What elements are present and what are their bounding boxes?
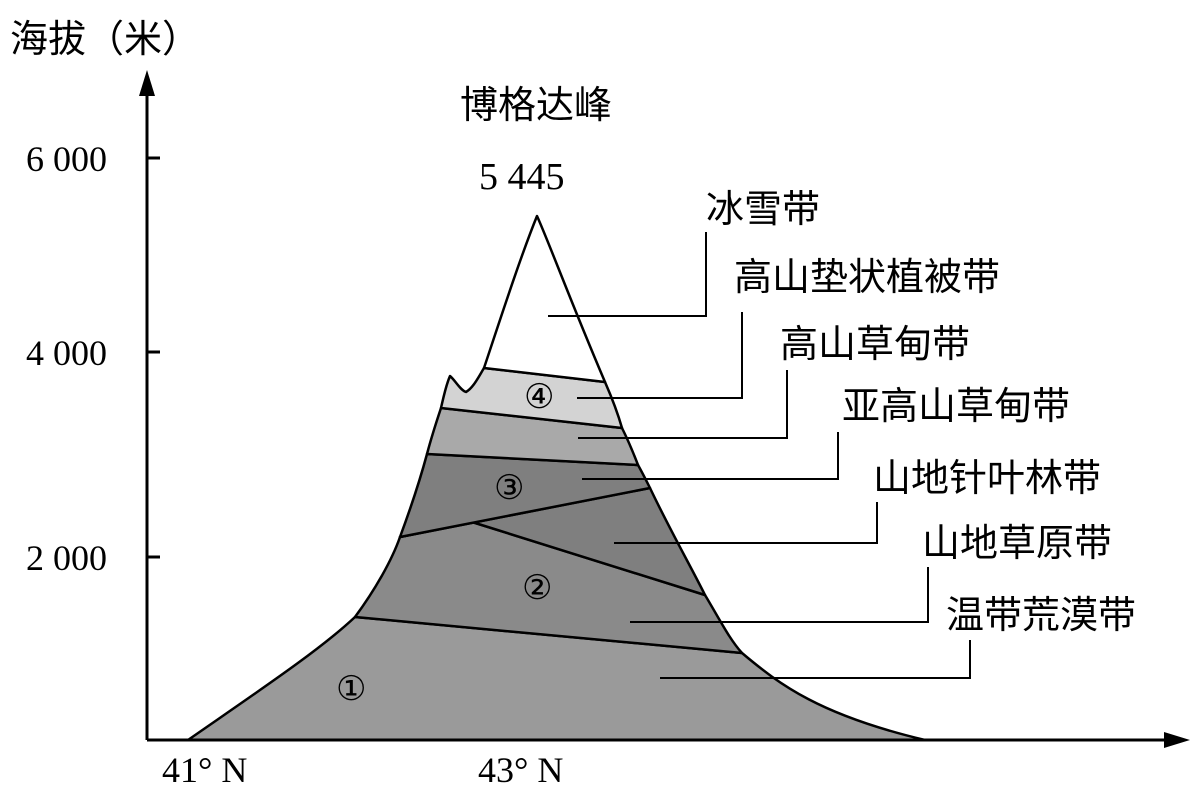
mountain-bands xyxy=(186,214,927,742)
y-tick-label-6000: 6 000 xyxy=(26,139,107,179)
zone-label-alpine-meadow: 高山草甸带 xyxy=(780,322,970,366)
y-axis-arrow xyxy=(139,70,155,96)
leader-desert xyxy=(660,640,971,679)
zone-label-steppe: 山地草原带 xyxy=(922,521,1112,565)
leader-cushion xyxy=(577,312,743,399)
x-tick-label-43n: 43° N xyxy=(478,750,563,790)
marker-2: ② xyxy=(522,568,552,608)
zone-label-desert: 温带荒漠带 xyxy=(946,593,1136,637)
band-conifer-lower xyxy=(398,486,707,597)
y-tick-label-2000: 2 000 xyxy=(26,538,107,578)
x-tick-label-41n: 41° N xyxy=(162,750,247,790)
peak-elevation: 5 445 xyxy=(479,156,565,198)
leader-subalpine-meadow xyxy=(582,432,839,480)
leader-conifer xyxy=(614,502,878,544)
marker-4: ④ xyxy=(524,377,554,417)
zone-label-snow: 冰雪带 xyxy=(706,187,820,231)
marker-1: ① xyxy=(336,669,366,709)
leader-steppe xyxy=(630,567,929,623)
leader-snow xyxy=(548,232,707,317)
peak-name: 博格达峰 xyxy=(460,83,612,127)
zone-label-cushion: 高山垫状植被带 xyxy=(734,255,1000,299)
leader-alpine-meadow xyxy=(578,370,788,439)
band-snow xyxy=(482,214,607,384)
axes xyxy=(145,78,1175,742)
band-cushion xyxy=(439,366,624,430)
zone-label-subalpine-meadow: 亚高山草甸带 xyxy=(842,384,1070,428)
zone-label-conifer: 山地针叶林带 xyxy=(873,456,1101,500)
marker-3: ③ xyxy=(494,468,524,508)
y-tick-label-4000: 4 000 xyxy=(26,333,107,373)
y-axis-title: 海拔（米） xyxy=(10,17,200,61)
x-axis-arrow xyxy=(1164,732,1190,748)
leader-lines xyxy=(548,232,971,679)
